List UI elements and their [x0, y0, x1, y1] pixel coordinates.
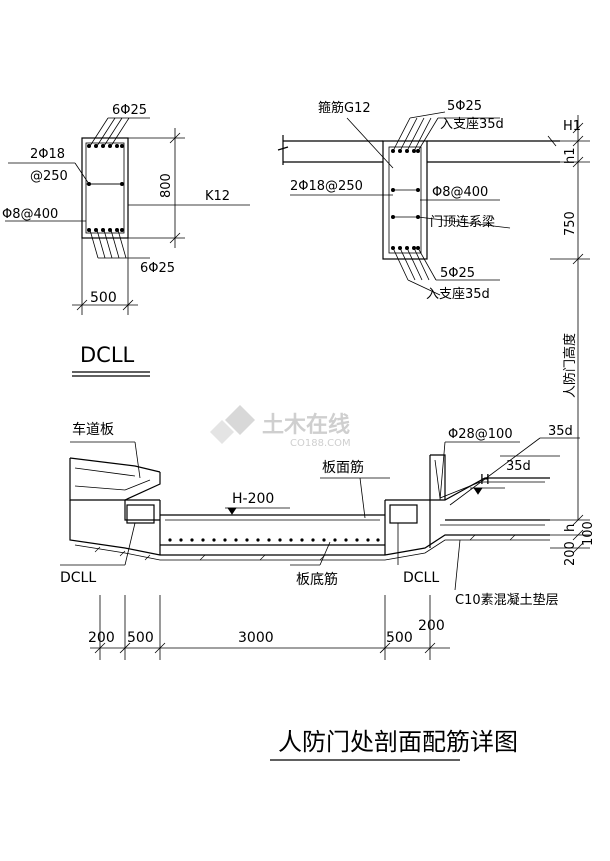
- dim-200-left: 200: [88, 630, 115, 646]
- bottom-dimensions: 200 500 3000 500 200: [88, 595, 450, 660]
- door-bottom-bars-label: 5Φ25: [440, 266, 475, 281]
- door-bottom-bars: [391, 246, 420, 250]
- door-beam-section: 箍筋G12 5Φ25 入支座35d 2Φ18@250 Φ8@400 门顶连系梁 …: [277, 99, 590, 520]
- dim-h-label: h: [563, 524, 578, 532]
- beam-width-dim: 500: [90, 290, 117, 306]
- dim-H1-label: H1: [563, 119, 581, 134]
- dcll-left-label: DCLL: [60, 570, 96, 586]
- beam-stirrup: [85, 142, 125, 234]
- dim-500-right: 500: [386, 630, 413, 646]
- anchor-35d-b-label: 35d: [506, 459, 531, 474]
- dcll-right-label: DCLL: [403, 570, 439, 586]
- drawing-title: 人防门处剖面配筋详图: [270, 728, 518, 761]
- door-height-label: 人防门高度: [562, 333, 578, 398]
- beam-side-spacing-label: @250: [30, 169, 68, 184]
- beam-outline: [81, 137, 129, 239]
- dim-100-label: 100: [581, 521, 596, 546]
- beam-bottom-bars-label: 6Φ25: [140, 261, 175, 276]
- door-top-bars: [391, 149, 420, 153]
- slab-top-rebar-label: 板面筋: [322, 459, 364, 476]
- beam-stirrup-label: Φ8@400: [2, 207, 58, 222]
- beam-ref-label: K12: [205, 189, 230, 204]
- ramp-slab-label: 车道板: [72, 421, 114, 438]
- dcll-left-beam: [126, 504, 155, 524]
- title-text: 人防门处剖面配筋详图: [278, 728, 518, 756]
- floor-section: 车道板 板面筋 H-200 Φ28@100 35d 35d H DCLL 板底筋…: [60, 421, 596, 608]
- dcll-right-beam: [389, 504, 418, 524]
- dim-h1-label: h1: [563, 147, 578, 164]
- door-side-bars-label: 2Φ18@250: [290, 179, 363, 194]
- slab-bottom-bars: [168, 538, 380, 542]
- dim-750-label: 750: [563, 211, 578, 236]
- dim-200-vertical-label: 200: [563, 541, 578, 566]
- top-bars: [87, 144, 124, 148]
- beam-side-bars-label: 2Φ18: [30, 147, 65, 162]
- watermark-subtext: CO188.COM: [290, 438, 351, 449]
- dim-500-left: 500: [127, 630, 154, 646]
- slab-bottom-rebar-label: 板底筋: [296, 571, 338, 588]
- beam-top-bars-label: 6Φ25: [112, 103, 147, 118]
- beam-section-name: DCLL: [80, 343, 135, 367]
- beam-cross-section: 6Φ25 2Φ18 @250 Φ8@400 K12 6Φ25 800 500 D…: [2, 103, 250, 377]
- level-h-label: H: [480, 473, 490, 488]
- door-top-bars-label: 5Φ25: [447, 99, 482, 114]
- dim-200-right: 200: [418, 618, 445, 634]
- dim-3000: 3000: [238, 630, 274, 646]
- level-h-200-label: H-200: [232, 491, 274, 507]
- rebar-phi28-label: Φ28@100: [448, 427, 513, 442]
- door-top-anchor-label: 入支座35d: [440, 117, 504, 132]
- door-bottom-anchor-label: 入支座35d: [426, 287, 490, 302]
- watermark-logo: 土木在线 CO188.COM: [210, 405, 351, 449]
- door-stirrup-label: 箍筋G12: [318, 100, 371, 116]
- door-stirrup-spacing-label: Φ8@400: [432, 185, 488, 200]
- anchor-35d-a-label: 35d: [548, 424, 573, 439]
- beam-height-dim: 800: [159, 173, 174, 198]
- cushion-label: C10素混凝土垫层: [455, 592, 559, 608]
- door-beam-name-label: 门顶连系梁: [430, 214, 495, 230]
- watermark-text: 土木在线: [262, 412, 350, 438]
